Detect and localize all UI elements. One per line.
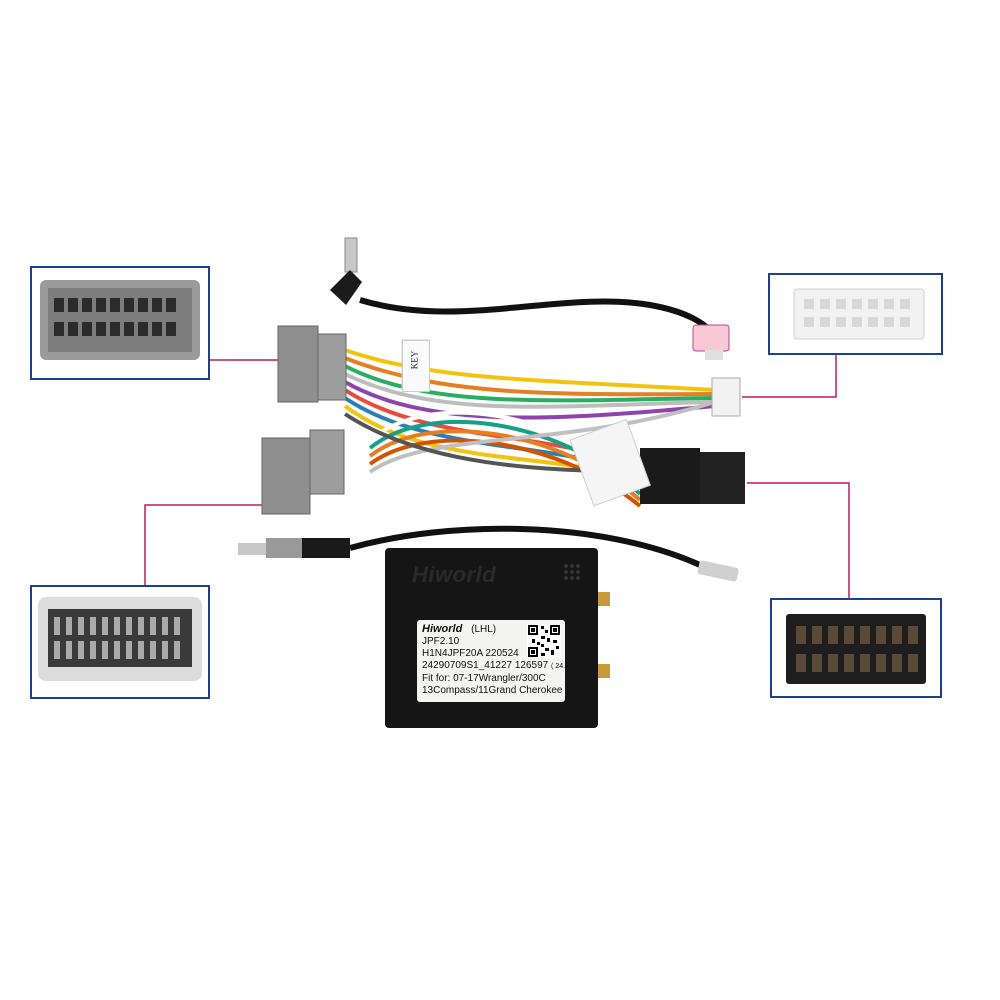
bottom-antenna-cable — [238, 525, 739, 582]
key-tag-text: KEY — [409, 350, 420, 370]
pointer-line-bottom-right — [747, 482, 850, 598]
pointer-line-bottom-left — [144, 504, 262, 585]
grey-connector-closeup — [40, 280, 200, 360]
label-line2: H1N4JPF20A 220524 — [422, 648, 519, 659]
inset-bottom-right-connector — [770, 598, 942, 698]
label-line4: Fit for: 07-17Wrangler/300C — [422, 673, 546, 684]
module-brand-emboss: Hiworld — [412, 562, 497, 587]
inset-bottom-left-connector — [30, 585, 210, 699]
key-tag: KEY — [402, 340, 430, 392]
right-connectors — [640, 377, 745, 504]
label-line3-row: 24290709S1_41227 126597 ( 24.12.27 ) — [422, 660, 587, 673]
qr-code-icon — [527, 624, 561, 658]
white-connector-closeup — [38, 597, 202, 681]
grey-connectors-left — [261, 325, 347, 515]
label-line3-date: ( 24.12.27 ) — [551, 663, 587, 670]
black-plug-closeup — [786, 614, 926, 684]
label-variant: (LHL) — [471, 624, 497, 635]
label-line3: 24290709S1_41227 126597 — [422, 660, 549, 671]
inset-top-left-connector — [30, 266, 210, 380]
inset-top-right-connector — [768, 273, 943, 355]
label-brand-row: Hiworld (LHL) — [422, 623, 560, 636]
label-line5: 13Compass/11Grand Cherokee — [422, 685, 563, 696]
label-line1: JPF2.10 — [422, 636, 460, 647]
pointer-lines — [144, 354, 850, 598]
pointer-line-top-right — [742, 354, 837, 398]
module-label: Hiworld (LHL) JPF2.10 H1N4JPF20A 220524 … — [417, 620, 587, 702]
white-plug-closeup — [793, 288, 925, 340]
top-antenna-cable — [330, 237, 730, 360]
speaker-grille — [564, 564, 580, 580]
label-brand: Hiworld — [422, 623, 463, 635]
